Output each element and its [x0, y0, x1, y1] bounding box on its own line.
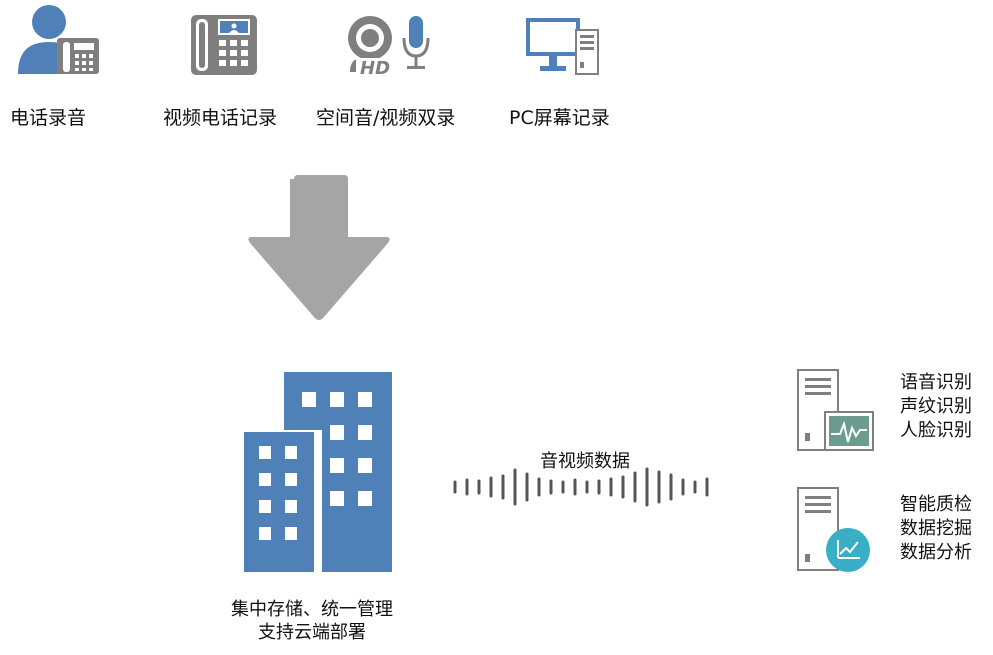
sound-wave-icon — [453, 467, 709, 507]
person-phone-icon — [18, 5, 99, 74]
buildings-icon — [242, 372, 392, 572]
center-caption-line2: 支持云端部署 — [258, 622, 366, 643]
list-item: 语音识别 — [900, 372, 972, 393]
wave-label: 音视频数据 — [540, 451, 630, 472]
pc-monitor-icon — [526, 18, 599, 75]
server-chart-icon — [797, 487, 870, 572]
source-label-phone: 电话录音 — [10, 107, 87, 129]
svg-text:HD: HD — [360, 58, 390, 76]
list-item: 数据挖掘 — [900, 518, 972, 539]
source-label-pc-screen: PC屏幕记录 — [509, 107, 610, 129]
analysis-list: 智能质检 数据挖掘 数据分析 — [900, 493, 972, 565]
recognition-list: 语音识别 声纹识别 人脸识别 — [900, 371, 972, 443]
center-caption-line1: 集中存储、统一管理 — [231, 599, 393, 620]
center-caption: 集中存储、统一管理 支持云端部署 — [212, 598, 412, 644]
source-label-video-phone: 视频电话记录 — [163, 107, 278, 129]
hd-webcam-mic-icon: HD — [348, 16, 430, 76]
down-arrow-icon — [248, 175, 390, 320]
source-label-dual-record: 空间音/视频双录 — [316, 107, 456, 129]
list-item: 数据分析 — [900, 542, 972, 563]
video-phone-icon — [191, 15, 257, 75]
list-item: 声纹识别 — [900, 396, 972, 417]
list-item: 人脸识别 — [900, 420, 972, 441]
server-monitor-icon — [797, 369, 874, 451]
list-item: 智能质检 — [900, 494, 972, 515]
